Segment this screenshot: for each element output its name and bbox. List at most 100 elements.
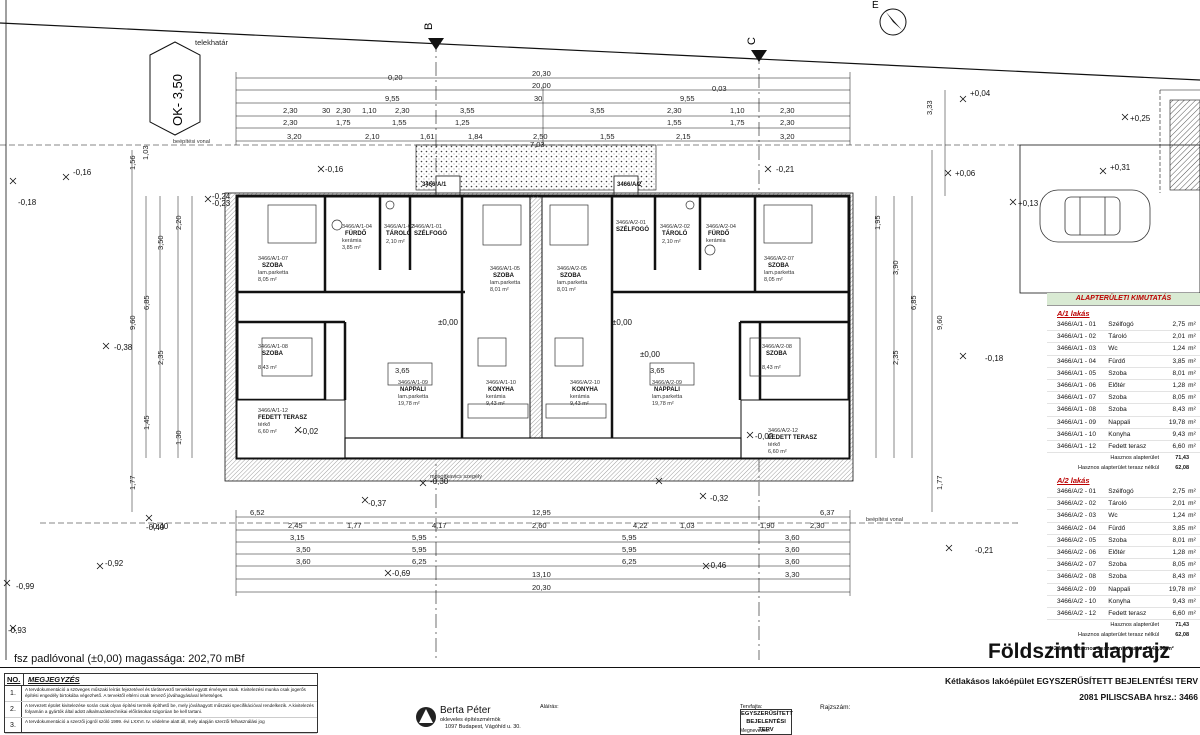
dim-top-right-half: 9,55 [680, 94, 695, 103]
room-floor: lam.parketta [652, 394, 683, 400]
level-label: -0,23 [212, 199, 231, 208]
kitchen-dim-left: 3,65 [395, 366, 410, 375]
dim-top-extra-0: 7,03 [530, 140, 545, 149]
row-unit: m² [1188, 430, 1196, 438]
room-area: 6,60 m² [768, 449, 787, 455]
room-name: SZÉLFOGÓ [616, 225, 649, 233]
row-code: 3466/A/2 - 04 [1057, 524, 1097, 532]
level-label: -0,92 [105, 559, 124, 568]
row-code: 3466/A/1 - 08 [1057, 406, 1097, 414]
party-wall [529, 195, 543, 459]
row-value: 3,85 [1172, 524, 1186, 532]
row-value: 6,60 [1172, 609, 1186, 617]
room-label-group: 3466/A/1-07 SZOBA lam.parketta 8,05 m² 3… [258, 220, 817, 455]
signer-address: 1097 Budapest, Vágóhíd u. 30. [445, 724, 521, 730]
row-value: 8,01 [1172, 536, 1186, 544]
room-code: 3466/A/1-09 [398, 380, 428, 386]
row-value: 1,28 [1172, 381, 1186, 389]
dim-right-7: 1,95 [873, 215, 882, 230]
level-label: -0,18 [985, 354, 1004, 363]
room-code: 3466/A/1-08 [258, 344, 288, 350]
bed-icon [549, 204, 589, 246]
level-label: -0,93 [8, 626, 27, 635]
dim-bottom-r5-2: 6,25 [622, 557, 637, 566]
car-icon [1039, 189, 1151, 243]
room-name: FÜRDŐ [708, 230, 730, 237]
room-code: 3466/A/2-08 [762, 344, 792, 350]
row-value: 8,43 [1172, 573, 1186, 581]
section-marker-c: C [746, 37, 767, 660]
row-unit: m² [1188, 357, 1196, 365]
bed-icon [267, 204, 317, 244]
level-label: -0,38 [114, 343, 133, 352]
dim-bottom-r2-1: 1,77 [347, 521, 362, 530]
dim-top-r5-10: 1,75 [730, 118, 745, 127]
dim-bottom-r1-0: 6,52 [250, 508, 265, 517]
bottom-dimension-chains [235, 510, 851, 596]
issue-label: Megnevezés: [740, 728, 770, 734]
room-area: 8,43 m² [762, 365, 781, 371]
title-block: NO. MEGJEGYZÉS 1. A tervdokumentáció a s… [0, 667, 1200, 735]
room-area: 9,43 m² [570, 401, 589, 407]
dim-left-3: 9,60 [128, 315, 137, 330]
balcony-strip-bottom [344, 437, 742, 459]
room-name: SZOBA [262, 263, 284, 269]
room-name: TÁROLÓ [662, 229, 688, 237]
dim-top-r4-16: 2,30 [780, 106, 795, 115]
row-unit: m² [1188, 333, 1196, 341]
row-name: Szoba [1108, 394, 1127, 402]
sum-label: Hasznos alapterület terasz nélkül [1077, 465, 1159, 472]
row-name: Tároló [1108, 333, 1127, 341]
room-name: FEDETT TERASZ [768, 435, 817, 441]
dim-bottom-r4-0: 3,50 [296, 545, 311, 554]
dim-right-4: 6,85 [909, 295, 918, 310]
dim-left-0: 1,56 [128, 155, 137, 170]
row-code: 3466/A/2 - 05 [1057, 536, 1097, 544]
dim-bottom-r1-1: 12,95 [532, 508, 551, 517]
sofa-icon [649, 362, 695, 386]
dim-right-3: 9,60 [935, 315, 944, 330]
row-unit: m² [1188, 536, 1196, 544]
note-row: 1. A tervdokumentáció a szöveges műszaki… [5, 686, 317, 702]
dim-bottom-r2-8: 1,90 [760, 521, 775, 530]
dim-top-r6-4: 2,50 [533, 132, 548, 141]
room-name: SZOBA [768, 263, 790, 269]
level-label: -0,37 [368, 499, 387, 508]
row-name: Szoba [1108, 561, 1127, 569]
dim-bottom-r3-2: 5,95 [622, 533, 637, 542]
row-code: 3466/A/2 - 09 [1057, 585, 1097, 593]
room-code: 3466/A/1-04 [342, 224, 372, 230]
notes-header: MEGJEGYZÉS [28, 675, 80, 684]
room-floor: térkő [768, 442, 780, 448]
dim-bottom-r6-1: 3,30 [785, 570, 800, 579]
row-code: 3466/A/1 - 07 [1057, 394, 1097, 402]
room-name: SZOBA [560, 273, 582, 279]
gravel-label: mosottkavics szegély [430, 474, 482, 480]
row-unit: m² [1188, 394, 1196, 402]
building-line-label-right: beépítési vonal [866, 517, 903, 523]
row-unit: m² [1188, 381, 1196, 389]
sum-label: Hasznos alapterület terasz nélkül [1077, 632, 1159, 639]
dim-top-r4-14: 1,10 [730, 106, 745, 115]
room-code: 3466/A/1-12 [258, 408, 288, 414]
level-label: -0,32 [710, 494, 729, 503]
level-label: -0,02 [300, 427, 319, 436]
row-name: Nappali [1108, 585, 1131, 593]
note-text: A tervezett épület kivitelezése során cs… [24, 703, 314, 714]
room-name: KONYHA [488, 387, 515, 393]
dim-bottom-r3-0: 3,15 [290, 533, 305, 542]
project-location: 2081 PILISCSABA hrsz.: 3466 [1079, 692, 1198, 702]
area-section-title: A/2 lakás [1057, 476, 1090, 486]
dim-bottom-r7-0: 20,30 [532, 583, 551, 592]
dim-top-r6-6: 2,15 [676, 132, 691, 141]
dining-table-icon [477, 337, 507, 367]
sofa-icon [387, 362, 433, 386]
